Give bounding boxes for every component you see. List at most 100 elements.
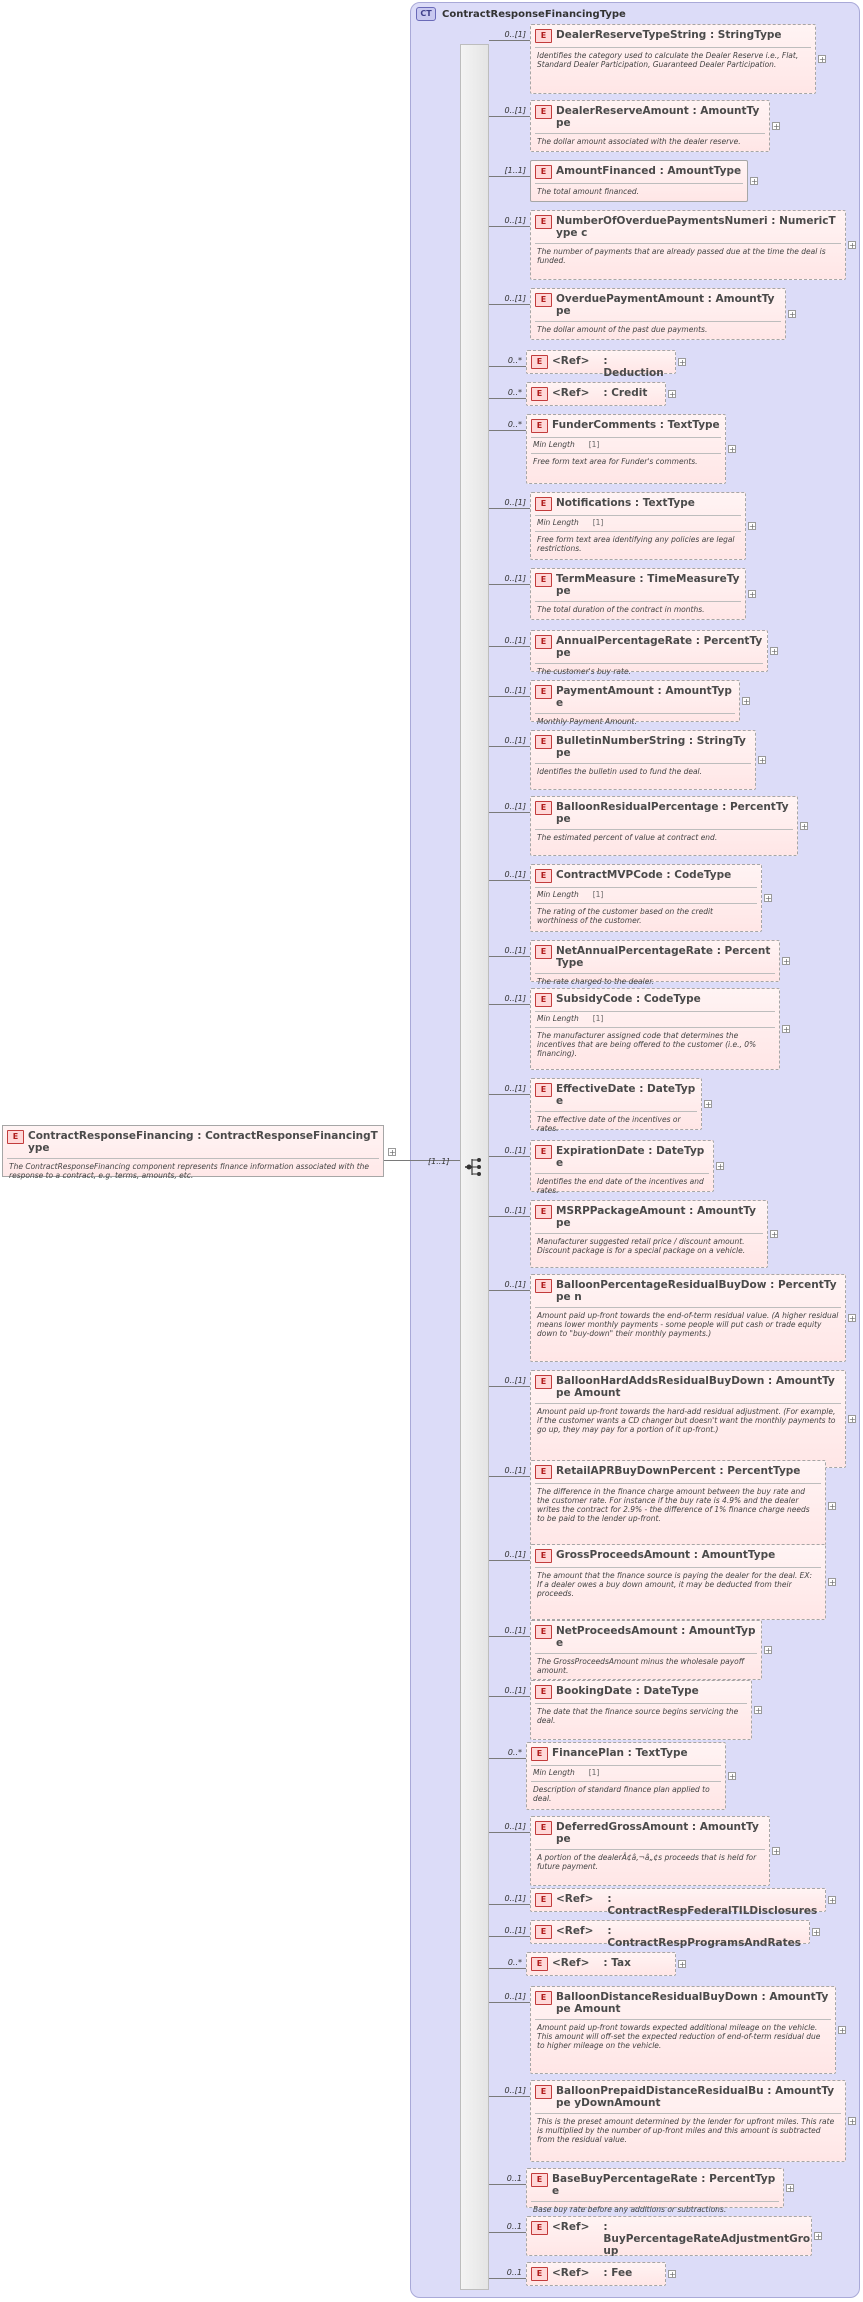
expand-button[interactable]: + <box>848 1415 856 1424</box>
expand-button[interactable]: + <box>742 697 750 706</box>
expand-button[interactable]: + <box>848 1314 856 1323</box>
expand-button[interactable]: + <box>754 1706 762 1715</box>
element-ref: <Ref>: Credit <box>552 387 647 399</box>
expand-button[interactable]: + <box>838 2026 846 2035</box>
divider <box>531 1765 721 1766</box>
expand-button[interactable]: + <box>668 390 676 399</box>
divider <box>535 321 781 322</box>
element-connector <box>489 1476 530 1477</box>
expand-button[interactable]: + <box>668 2270 676 2279</box>
root-element-description: The ContractResponseFinancing component … <box>9 1162 370 1180</box>
expand-button[interactable]: + <box>788 310 796 319</box>
expand-button[interactable]: + <box>770 1230 778 1239</box>
expand-button[interactable]: + <box>812 1928 820 1937</box>
element-fee[interactable]: E<Ref>: Fee <box>526 2262 666 2286</box>
expand-button[interactable]: + <box>786 2184 794 2193</box>
element-description: Identifies the category used to calculat… <box>537 51 799 69</box>
min-length-value: [1] <box>588 440 600 449</box>
expand-button[interactable]: + <box>828 1896 836 1905</box>
element-multiplicity: 0..[1] <box>504 30 526 39</box>
expand-button[interactable]: + <box>748 522 756 531</box>
element-badge: E <box>535 1991 552 2005</box>
root-element[interactable]: E ContractResponseFinancing : ContractRe… <box>2 1125 384 1180</box>
element-description: This is the preset amount determined by … <box>537 2117 835 2144</box>
expand-button[interactable]: + <box>750 177 758 186</box>
expand-button[interactable]: + <box>678 1960 686 1969</box>
element-tax[interactable]: E<Ref>: Tax <box>526 1952 676 1976</box>
expand-button[interactable]: + <box>764 1646 772 1655</box>
element-badge: E <box>535 1279 552 1293</box>
element-badge: E <box>7 1130 24 1144</box>
element-connector <box>489 1936 530 1937</box>
element-buypercentagerateadjustmentgro-up[interactable]: E<Ref>: BuyPercentageRateAdjustmentGro u… <box>526 2216 812 2257</box>
expand-button[interactable]: + <box>728 445 736 454</box>
root-expand-button[interactable]: + <box>388 1148 396 1157</box>
expand-button[interactable]: + <box>764 894 772 903</box>
complex-type-header: CT ContractResponseFinancingType <box>416 6 626 22</box>
element-name: RetailAPRBuyDownPercent : PercentType <box>556 1465 801 1477</box>
expand-button[interactable]: + <box>828 1502 836 1511</box>
expand-button[interactable]: + <box>728 1772 736 1781</box>
expand-button[interactable]: + <box>772 122 780 131</box>
element-description: Free form text area for Funder's comment… <box>533 457 698 466</box>
element-name: ContractMVPCode : CodeType <box>556 869 732 881</box>
expand-button[interactable]: + <box>716 1162 724 1171</box>
expand-button[interactable]: + <box>782 957 790 966</box>
element-contractrespfederaltildisclosures[interactable]: E<Ref>: ContractRespFederalTILDisclosure… <box>530 1888 826 1917</box>
expand-button[interactable]: + <box>678 358 686 367</box>
expand-button[interactable]: + <box>814 2232 822 2241</box>
expand-button[interactable]: + <box>748 590 756 599</box>
expand-button[interactable]: + <box>770 647 778 656</box>
expand-button[interactable]: + <box>848 2117 856 2126</box>
element-connector <box>489 398 526 399</box>
expand-button[interactable]: + <box>704 1100 712 1109</box>
expand-button[interactable]: + <box>848 241 856 250</box>
divider <box>535 1703 747 1704</box>
element-name: EffectiveDate : DateType <box>556 1083 696 1107</box>
element-connector <box>489 2002 530 2003</box>
element-credit[interactable]: E<Ref>: Credit <box>526 382 666 406</box>
element-contractrespprogramsandrates[interactable]: E<Ref>: ContractRespProgramsAndRates <box>530 1920 810 1949</box>
expand-button[interactable]: + <box>828 1578 836 1587</box>
divider <box>535 1027 775 1028</box>
expand-button[interactable]: + <box>772 1847 780 1856</box>
element-name: Notifications : TextType <box>556 497 695 509</box>
element-deduction[interactable]: E<Ref>: Deduction <box>526 350 676 379</box>
element-badge: E <box>535 993 552 1007</box>
element-ref: <Ref>: BuyPercentageRateAdjustmentGro up <box>552 2221 810 2257</box>
expand-button[interactable]: + <box>782 1025 790 1034</box>
element-badge: E <box>535 685 552 699</box>
expand-button[interactable]: + <box>800 822 808 831</box>
expand-button[interactable]: + <box>818 55 826 64</box>
expand-button[interactable]: + <box>758 756 766 765</box>
